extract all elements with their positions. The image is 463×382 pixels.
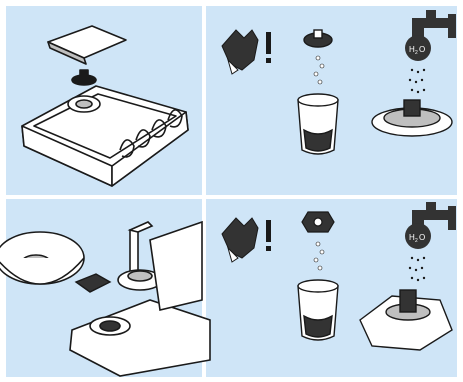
water-label-bottom-sub: 2 [415,238,418,244]
rinsed-filter-cartridge-icon [360,290,452,350]
instrument-unit-illustration [22,26,188,186]
water-drops-bottom [409,257,425,281]
water-label-top-o: O [419,45,425,54]
bubble-dots-bottom [314,242,324,270]
warning-glove-icon-2 [222,218,258,262]
warning-glove-icon [222,30,258,74]
cleaning-cup-icon-2 [298,280,338,340]
exclamation-icon [266,32,271,63]
spittoon-illustration [0,232,84,284]
water-label-bottom-o: O [419,233,425,242]
chair-unit-illustration [70,222,210,376]
cleaning-cup-icon [298,94,338,154]
filter-cap-illustration [76,274,110,292]
filter-insert-icon [304,30,332,47]
water-label-top-sub: 2 [415,50,418,56]
exclamation-icon-2 [266,220,271,251]
rinsed-filter-insert-icon [372,100,452,136]
filter-cartridge-icon [302,212,334,232]
bubble-dots-top [314,56,324,84]
water-drops-top [409,69,425,93]
